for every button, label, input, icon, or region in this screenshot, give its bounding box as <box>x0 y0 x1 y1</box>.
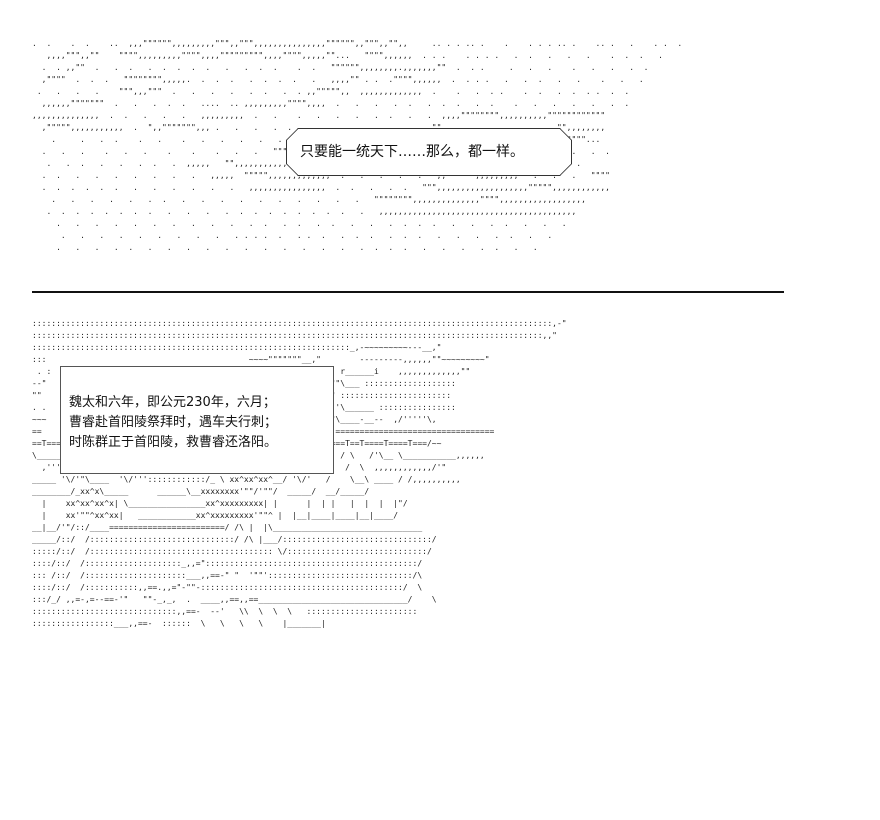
speech-bubble-text: 只要能一统天下……那么，都一样。 <box>300 144 524 160</box>
caption-line: 魏太和六年，即公元230年，六月； <box>69 395 276 410</box>
speech-bubble-outline <box>286 128 572 176</box>
panel-divider <box>32 291 784 293</box>
narration-caption-box: 魏太和六年，即公元230年，六月； 曹睿赴首阳陵祭拜时，遇车夫行刺； 时陈群正于… <box>60 366 334 474</box>
caption-line: 曹睿赴首阳陵祭拜时，遇车夫行刺； <box>69 415 278 430</box>
caption-line: 时陈群正于首阳陵，救曹睿还洛阳。 <box>69 435 278 450</box>
caption-lines: 魏太和六年，即公元230年，六月； 曹睿赴首阳陵祭拜时，遇车夫行刺； 时陈群正于… <box>69 393 277 453</box>
palace-landscape-ascii-art: ::::::::::::::::::::::::::::::::::::::::… <box>32 319 567 628</box>
speech-bubble: 只要能一统天下……那么，都一样。 <box>286 128 572 176</box>
